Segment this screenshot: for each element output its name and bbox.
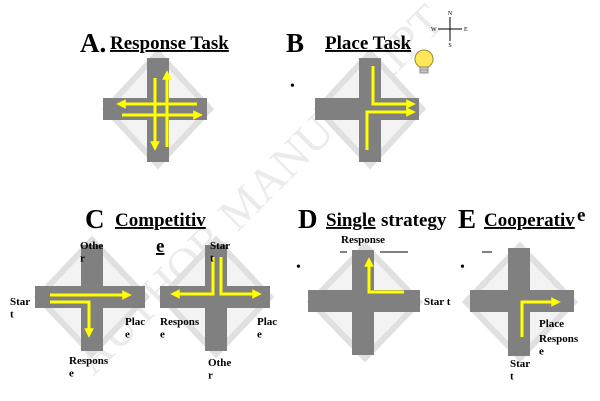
panel-title-suffix: e	[577, 205, 585, 226]
panel-d: D Single strategy • Response Star t	[296, 204, 451, 363]
panel-b: B Place Task • N S E W	[286, 11, 468, 170]
panel-title: Competitiv	[115, 210, 206, 231]
label-place: Place	[539, 318, 564, 330]
panel-letter: E	[458, 204, 476, 234]
compass-east: E	[464, 27, 468, 33]
bullet: •	[290, 79, 295, 94]
lightbulb-icon	[414, 49, 434, 74]
bullet: •	[296, 260, 301, 275]
panel-letter: A.	[80, 28, 106, 58]
panel-letter: B	[286, 28, 304, 58]
arrow-response	[50, 300, 94, 338]
arrow-cooperative	[520, 297, 561, 337]
panel-title: Cooperativ	[484, 210, 575, 231]
label-response: Response	[341, 234, 385, 246]
compass-south: S	[448, 43, 451, 49]
bullet: •	[460, 260, 465, 275]
panel-title-wrap: e	[156, 236, 164, 257]
compass-icon: N S E W	[431, 11, 468, 49]
compass-north: N	[448, 11, 453, 17]
maze-arm-horizontal	[160, 286, 270, 308]
maze-arm-horizontal	[308, 290, 420, 312]
arrow-response	[170, 257, 215, 299]
panel-title: Place Task	[325, 33, 411, 54]
arrow-response	[364, 257, 404, 294]
panel-title: strategy	[381, 210, 447, 231]
arrow-place	[365, 107, 416, 150]
compass-west: W	[431, 27, 437, 33]
panel-letter: C	[85, 204, 105, 234]
label-start: Star t	[424, 296, 451, 308]
panel-title: Response Task	[110, 33, 229, 54]
panel-a: A. Response Task	[80, 28, 229, 170]
arrow-place	[371, 66, 416, 109]
arrow-place	[219, 257, 262, 299]
panel-letter: D	[298, 204, 318, 234]
panel-title-strategy-word: Single	[326, 210, 376, 231]
